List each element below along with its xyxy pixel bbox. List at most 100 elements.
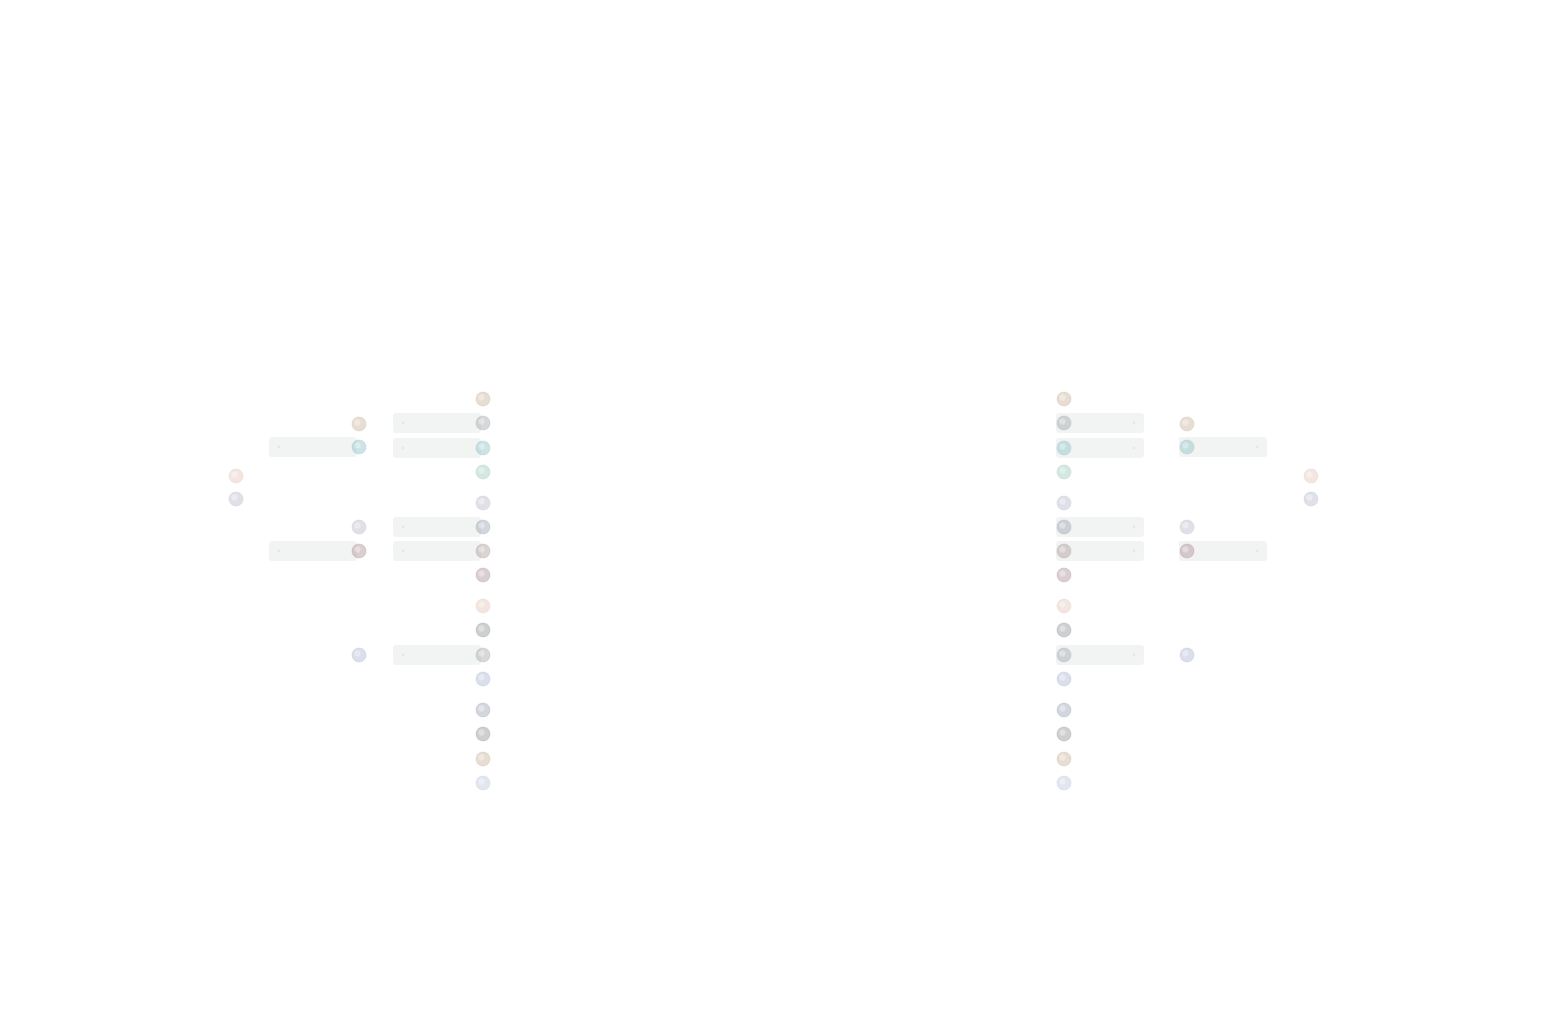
participant-avatar[interactable]	[475, 519, 491, 535]
participant-avatar[interactable]	[1056, 543, 1072, 559]
participant-avatar[interactable]	[475, 751, 491, 767]
participant-icon[interactable]	[351, 647, 367, 663]
participant-icon[interactable]	[475, 440, 491, 456]
avatar-highlight	[1059, 754, 1066, 761]
participant-icon[interactable]	[1303, 491, 1319, 507]
participant-icon[interactable]	[1056, 598, 1072, 614]
participant-avatar[interactable]	[1179, 543, 1195, 559]
participant-avatar[interactable]	[475, 726, 491, 742]
participant-avatar[interactable]	[475, 391, 491, 407]
participant-icon[interactable]	[351, 519, 367, 535]
participant-icon[interactable]	[475, 543, 491, 559]
participant-icon[interactable]	[475, 775, 491, 791]
participant-avatar[interactable]	[1056, 726, 1072, 742]
participant-icon[interactable]	[1179, 543, 1195, 559]
avatar-highlight	[478, 705, 485, 712]
participant-icon[interactable]	[1056, 702, 1072, 718]
participant-icon[interactable]	[475, 671, 491, 687]
participant-icon[interactable]	[475, 598, 491, 614]
avatar-highlight	[1182, 442, 1189, 449]
participant-avatar[interactable]	[351, 416, 367, 432]
participant-avatar[interactable]	[475, 775, 491, 791]
participant-icon[interactable]	[1056, 519, 1072, 535]
participant-icon[interactable]	[1056, 622, 1072, 638]
participant-icon[interactable]	[1056, 751, 1072, 767]
participant-icon[interactable]	[1303, 468, 1319, 484]
participant-avatar[interactable]	[1056, 647, 1072, 663]
participant-icon[interactable]	[1056, 543, 1072, 559]
participant-icon[interactable]	[475, 464, 491, 480]
participant-icon[interactable]	[475, 622, 491, 638]
participant-avatar[interactable]	[1303, 491, 1319, 507]
participant-icon[interactable]	[1056, 671, 1072, 687]
participant-avatar[interactable]	[351, 647, 367, 663]
participant-icon[interactable]	[475, 567, 491, 583]
participant-avatar[interactable]	[1056, 495, 1072, 511]
participant-icon[interactable]	[475, 391, 491, 407]
participant-icon[interactable]	[1056, 440, 1072, 456]
participant-avatar[interactable]	[475, 495, 491, 511]
participant-avatar[interactable]	[1056, 464, 1072, 480]
participant-icon[interactable]	[475, 702, 491, 718]
participant-icon[interactable]	[1179, 439, 1195, 455]
participant-icon[interactable]	[475, 519, 491, 535]
participant-icon[interactable]	[1056, 464, 1072, 480]
participant-avatar[interactable]	[1056, 598, 1072, 614]
participant-icon[interactable]	[1056, 726, 1072, 742]
participant-avatar[interactable]	[1056, 391, 1072, 407]
participant-icon[interactable]	[475, 726, 491, 742]
participant-icon[interactable]	[475, 415, 491, 431]
participant-avatar[interactable]	[1179, 416, 1195, 432]
participant-avatar[interactable]	[1056, 751, 1072, 767]
participant-icon[interactable]	[1179, 519, 1195, 535]
participant-avatar[interactable]	[1179, 439, 1195, 455]
participant-icon[interactable]	[228, 468, 244, 484]
participant-avatar[interactable]	[475, 440, 491, 456]
participant-avatar[interactable]	[475, 543, 491, 559]
participant-avatar[interactable]	[228, 491, 244, 507]
participant-avatar[interactable]	[475, 702, 491, 718]
participant-icon[interactable]	[475, 495, 491, 511]
participant-avatar[interactable]	[475, 415, 491, 431]
participant-avatar[interactable]	[475, 671, 491, 687]
participant-avatar[interactable]	[1056, 702, 1072, 718]
participant-icon[interactable]	[1179, 416, 1195, 432]
participant-icon[interactable]	[475, 751, 491, 767]
avatar-highlight	[478, 443, 485, 450]
match-slot	[393, 413, 481, 433]
participant-avatar[interactable]	[1056, 440, 1072, 456]
right-round-2	[1179, 416, 1267, 663]
participant-avatar[interactable]	[475, 567, 491, 583]
participant-avatar[interactable]	[475, 647, 491, 663]
participant-avatar[interactable]	[475, 464, 491, 480]
participant-icon[interactable]	[1056, 415, 1072, 431]
participant-icon[interactable]	[1056, 567, 1072, 583]
participant-avatar[interactable]	[1056, 671, 1072, 687]
participant-avatar[interactable]	[1179, 519, 1195, 535]
participant-avatar[interactable]	[1056, 775, 1072, 791]
participant-avatar[interactable]	[1056, 519, 1072, 535]
participant-icon[interactable]	[1056, 775, 1072, 791]
participant-icon[interactable]	[1056, 647, 1072, 663]
participant-icon[interactable]	[475, 647, 491, 663]
participant-icon[interactable]	[351, 439, 367, 455]
participant-icon[interactable]	[1056, 391, 1072, 407]
participant-avatar[interactable]	[1056, 567, 1072, 583]
participant-avatar[interactable]	[351, 439, 367, 455]
participant-icon[interactable]	[351, 543, 367, 559]
participant-avatar[interactable]	[1056, 622, 1072, 638]
participant-icon[interactable]	[1179, 647, 1195, 663]
avatar-highlight	[354, 546, 361, 553]
participant-avatar[interactable]	[1303, 468, 1319, 484]
right-bracket	[1056, 391, 1319, 791]
participant-avatar[interactable]	[475, 598, 491, 614]
participant-avatar[interactable]	[228, 468, 244, 484]
participant-avatar[interactable]	[351, 543, 367, 559]
participant-icon[interactable]	[351, 416, 367, 432]
participant-avatar[interactable]	[351, 519, 367, 535]
participant-avatar[interactable]	[1056, 415, 1072, 431]
participant-icon[interactable]	[1056, 495, 1072, 511]
participant-avatar[interactable]	[1179, 647, 1195, 663]
participant-icon[interactable]	[228, 491, 244, 507]
participant-avatar[interactable]	[475, 622, 491, 638]
